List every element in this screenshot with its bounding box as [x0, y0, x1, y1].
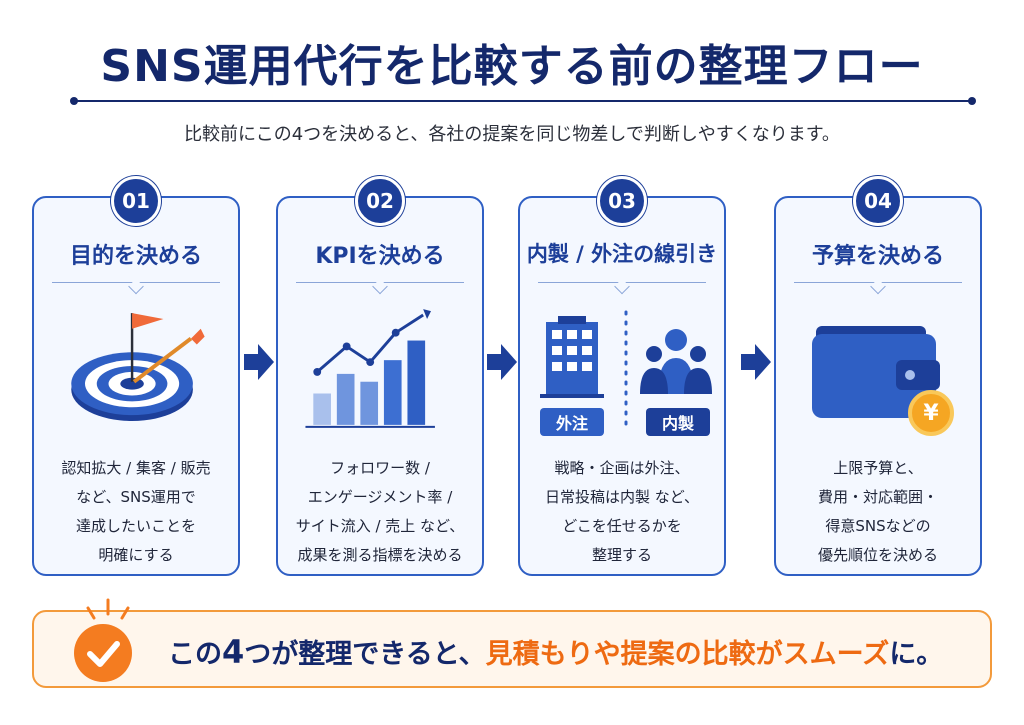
step-card-1: 01 目的を決める 認知拡大 / 集客 / 販売 など、SNS運用で 達成したい… — [32, 176, 240, 576]
step-card-2: 02 KPIを決める フォロワー数 / エンゲージメント率 / サイト流入 / … — [276, 176, 484, 576]
sparkle-icon — [86, 598, 130, 620]
step-number-badge: 04 — [853, 176, 903, 226]
step-card-4: 04 予算を決める ¥ 上限予算と、 費用・対応範囲・ 得意SNSなどの 優先順… — [774, 176, 982, 576]
title-underline — [70, 97, 976, 105]
step-description: 戦略・企画は外注、 日常投稿は内製 など、 どこを任せるかを 整理する — [528, 454, 716, 570]
arrow-right-icon — [487, 344, 517, 380]
arrow-right-icon — [244, 344, 274, 380]
desc-line: 得意SNSなどの — [825, 517, 931, 535]
summary-count: 4 — [222, 633, 245, 671]
inhouse-outsource-illustration: 外注 内製 — [520, 298, 724, 438]
step-card-3: 03 内製 / 外注の線引き 外注 内製 戦略・企画は外注、 日常投稿は内製 な… — [518, 176, 726, 576]
desc-line: 上限予算と、 — [833, 459, 923, 477]
bar-chart-icon — [305, 309, 435, 428]
summary-text-mid: つが整理できると、 — [244, 639, 486, 670]
summary-text-pre: この — [168, 639, 222, 670]
summary-text: この4つが整理できると、見積もりや提案の比較がスムーズに。 — [168, 632, 943, 671]
step-title: KPIを決める — [315, 244, 445, 269]
desc-line: フォロワー数 / — [330, 459, 430, 477]
desc-line: 認知拡大 / 集客 / 販売 — [61, 459, 211, 477]
desc-line: 成果を測る指標を決める — [297, 546, 463, 564]
target-icon — [71, 313, 205, 421]
yen-coin-icon: ¥ — [908, 390, 954, 436]
desc-line: 日常投稿は内製 など、 — [544, 488, 700, 506]
desc-line: 達成したいことを — [75, 517, 196, 535]
step-number-badge: 03 — [597, 176, 647, 226]
desc-line: どこを任せるかを — [562, 517, 682, 535]
checkmark-icon — [74, 624, 132, 682]
card-divider — [296, 282, 464, 283]
desc-line: 戦略・企画は外注、 — [554, 459, 690, 477]
desc-line: 整理する — [591, 546, 652, 564]
summary-text-post: に。 — [889, 639, 944, 670]
step-number-badge: 01 — [111, 176, 161, 226]
step-title: 内製 / 外注の線引き — [526, 242, 718, 266]
desc-line: など、SNS運用で — [76, 488, 196, 506]
card-divider — [52, 282, 220, 283]
desc-line: 費用・対応範囲・ — [817, 488, 938, 506]
step-title: 目的を決める — [69, 244, 202, 269]
summary-highlight: 見積もりや提案の比較がスムーズ — [485, 639, 890, 670]
page-title: SNS運用代行を比較する前の整理フロー — [100, 41, 924, 92]
step-number-badge: 02 — [355, 176, 405, 226]
outsource-label: 外注 — [540, 408, 604, 436]
wallet-illustration: ¥ — [776, 298, 980, 438]
desc-line: サイト流入 / 売上 など、 — [295, 517, 465, 535]
desc-line: エンゲージメント率 / — [307, 488, 453, 506]
step-description: フォロワー数 / エンゲージメント率 / サイト流入 / 売上 など、 成果を測… — [286, 454, 474, 570]
page-subtitle: 比較前にこの4つを決めると、各社の提案を同じ物差しで判断しやすくなります。 — [184, 124, 840, 145]
desc-line: 明確にする — [98, 546, 174, 564]
step-title: 予算を決める — [811, 244, 944, 269]
step-description: 上限予算と、 費用・対応範囲・ 得意SNSなどの 優先順位を決める — [784, 454, 972, 570]
summary-banner: この4つが整理できると、見積もりや提案の比較がスムーズに。 — [32, 610, 992, 688]
card-divider — [538, 282, 706, 283]
arrow-right-icon — [741, 344, 771, 380]
inhouse-label: 内製 — [646, 408, 710, 436]
step-description: 認知拡大 / 集客 / 販売 など、SNS運用で 達成したいことを 明確にする — [42, 454, 230, 570]
desc-line: 優先順位を決める — [817, 546, 938, 564]
building-people-icon — [540, 310, 712, 428]
wallet-icon — [812, 326, 940, 418]
card-divider — [794, 282, 962, 283]
